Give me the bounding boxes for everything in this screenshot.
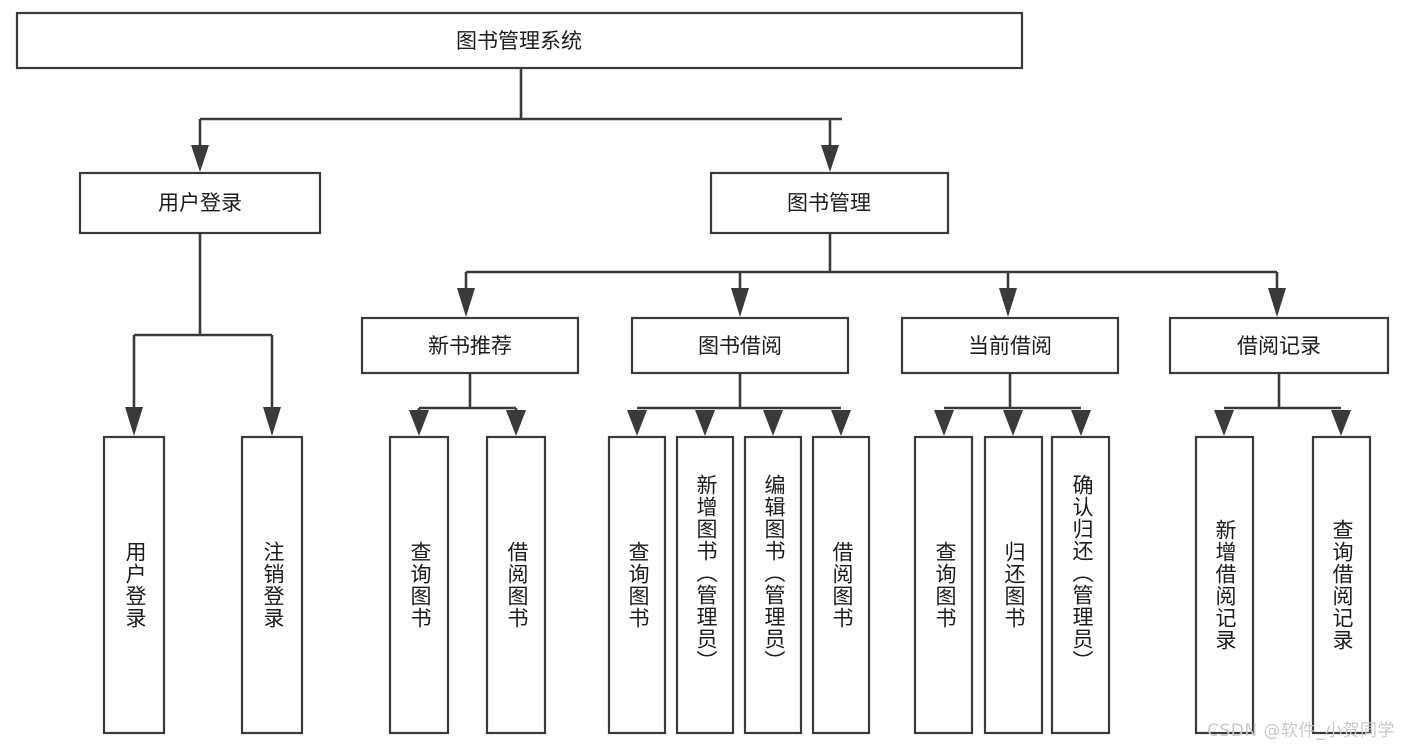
node-leaf-query-book-3[interactable]: 查询图书 <box>913 435 974 735</box>
arrow-head-user-login <box>191 145 209 172</box>
node-root-label: 图书管理系统 <box>456 29 582 53</box>
node-leaf-edit-book[interactable]: 编辑图书（管理员） <box>743 435 803 735</box>
node-book-borrow-box[interactable] <box>630 316 850 375</box>
node-leaf-confirm-return[interactable]: 确认归还（管理员） <box>1050 435 1111 735</box>
node-new-book-rec-label: 新书推荐 <box>428 334 512 358</box>
arrow-head-book-mgmt <box>821 145 839 172</box>
node-leaf-logout-label: 注销登录 <box>261 541 285 629</box>
node-leaf-borrow-book-1-box[interactable] <box>485 435 547 735</box>
node-book-borrow-label: 图书借阅 <box>698 334 782 358</box>
arrow-head-leaf-add-record <box>1214 410 1234 436</box>
node-root[interactable]: 图书管理系统 <box>15 11 1024 70</box>
node-user-login[interactable]: 用户登录 <box>78 171 322 235</box>
node-user-login-box[interactable] <box>78 171 322 235</box>
node-leaf-edit-book-label: 编辑图书（管理员） <box>762 474 786 672</box>
node-leaf-query-book-2[interactable]: 查询图书 <box>607 435 667 735</box>
node-borrow-record[interactable]: 借阅记录 <box>1168 316 1390 375</box>
node-leaf-query-book-1-box[interactable] <box>388 435 450 735</box>
node-current-borrow-label: 当前借阅 <box>968 334 1052 358</box>
arrow-head-leaf-borrow-book-1 <box>506 410 526 436</box>
arrow-head-leaf-user-login <box>125 407 143 436</box>
node-book-borrow[interactable]: 图书借阅 <box>630 316 850 375</box>
node-current-borrow[interactable]: 当前借阅 <box>900 316 1120 375</box>
node-new-book-rec[interactable]: 新书推荐 <box>360 316 580 375</box>
node-leaf-query-book-2-label: 查询图书 <box>626 541 650 629</box>
node-leaf-logout[interactable]: 注销登录 <box>240 435 304 735</box>
node-leaf-query-record[interactable]: 查询借阅记录 <box>1311 435 1372 735</box>
arrow-head-leaf-edit-book <box>763 410 783 436</box>
arrow-head-leaf-confirm-return <box>1071 410 1091 436</box>
node-book-mgmt-label: 图书管理 <box>787 191 871 215</box>
arrow-head-new-book-rec <box>457 288 475 317</box>
node-current-borrow-box[interactable] <box>900 316 1120 375</box>
node-leaf-query-record-label: 查询借阅记录 <box>1330 519 1354 651</box>
arrow-head-borrow-record <box>1268 288 1286 317</box>
node-leaf-return-book-label: 归还图书 <box>1002 541 1026 629</box>
node-leaf-add-book[interactable]: 新增图书（管理员） <box>675 435 735 735</box>
node-leaf-query-book-3-label: 查询图书 <box>933 541 957 629</box>
arrow-head-current-borrow <box>999 288 1017 317</box>
arrow-head-leaf-query-book-1 <box>409 410 429 436</box>
node-borrow-record-box[interactable] <box>1168 316 1390 375</box>
node-leaf-return-book-box[interactable] <box>983 435 1044 735</box>
arrow-head-leaf-add-book <box>695 410 715 436</box>
arrow-head-leaf-query-record <box>1331 410 1351 436</box>
node-leaf-edit-book-box[interactable] <box>743 435 803 735</box>
node-leaf-query-book-1-label: 查询图书 <box>408 541 432 629</box>
node-leaf-user-login-box[interactable] <box>102 435 166 735</box>
node-leaf-add-record[interactable]: 新增借阅记录 <box>1194 435 1255 735</box>
node-leaf-borrow-book-2-box[interactable] <box>811 435 871 735</box>
arrow-head-book-borrow <box>731 288 749 317</box>
node-user-login-label: 用户登录 <box>158 191 242 215</box>
arrow-head-leaf-borrow-book-2 <box>831 410 851 436</box>
node-leaf-user-login[interactable]: 用户登录 <box>102 435 166 735</box>
arrow-head-leaf-return-book <box>1003 410 1023 436</box>
node-leaf-query-record-box[interactable] <box>1311 435 1372 735</box>
node-leaf-borrow-book-1[interactable]: 借阅图书 <box>485 435 547 735</box>
node-borrow-record-label: 借阅记录 <box>1237 334 1321 358</box>
node-book-mgmt-box[interactable] <box>709 171 950 235</box>
node-leaf-confirm-return-box[interactable] <box>1050 435 1111 735</box>
node-leaf-query-book-3-box[interactable] <box>913 435 974 735</box>
arrow-head-leaf-query-book-2 <box>627 410 647 436</box>
node-leaf-confirm-return-label: 确认归还（管理员） <box>1070 474 1094 672</box>
connector-layer <box>125 68 1351 436</box>
node-leaf-borrow-book-2-label: 借阅图书 <box>830 541 854 629</box>
node-leaf-return-book[interactable]: 归还图书 <box>983 435 1044 735</box>
node-leaf-add-record-box[interactable] <box>1194 435 1255 735</box>
node-new-book-rec-box[interactable] <box>360 316 580 375</box>
node-book-mgmt[interactable]: 图书管理 <box>709 171 950 235</box>
node-leaf-borrow-book-1-label: 借阅图书 <box>505 541 529 629</box>
node-leaf-user-login-label: 用户登录 <box>123 541 147 629</box>
node-leaf-logout-box[interactable] <box>240 435 304 735</box>
node-root-box[interactable] <box>15 11 1024 70</box>
arrow-head-leaf-query-book-3 <box>934 410 954 436</box>
arrow-head-leaf-logout <box>263 407 281 436</box>
node-leaf-query-book-1[interactable]: 查询图书 <box>388 435 450 735</box>
node-leaf-borrow-book-2[interactable]: 借阅图书 <box>811 435 871 735</box>
node-leaf-add-book-label: 新增图书（管理员） <box>694 474 718 672</box>
node-leaf-query-book-2-box[interactable] <box>607 435 667 735</box>
node-leaf-add-record-label: 新增借阅记录 <box>1213 519 1237 651</box>
node-leaf-add-book-box[interactable] <box>675 435 735 735</box>
